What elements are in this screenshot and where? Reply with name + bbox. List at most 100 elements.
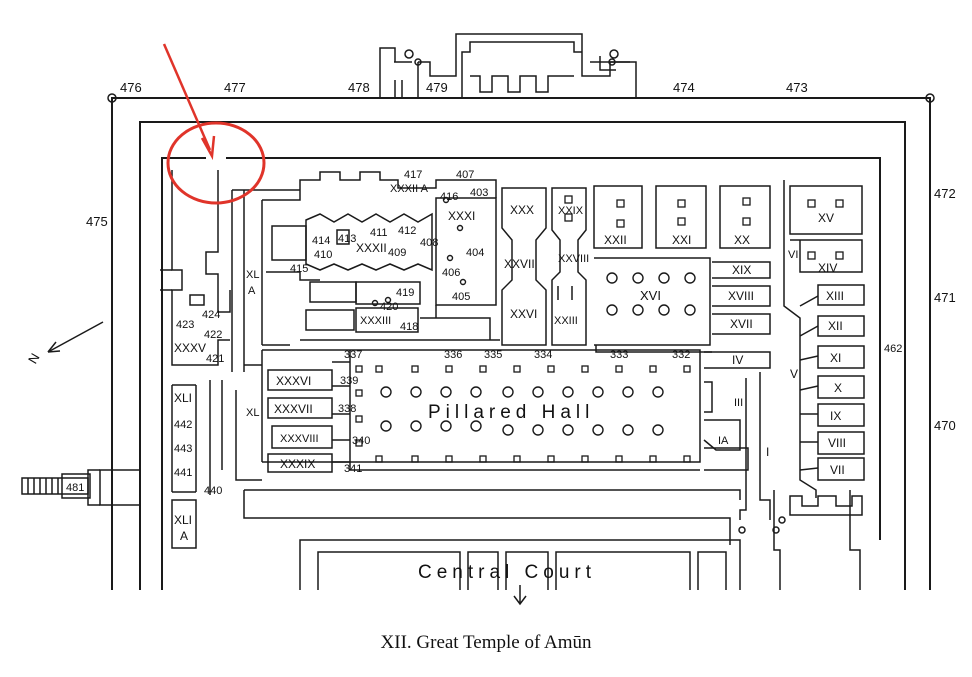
room-xxxviii: XXXVIII (280, 433, 319, 445)
room-i: I (766, 445, 769, 459)
compass-letter: N (25, 351, 43, 367)
room-xli-a: A (180, 529, 188, 543)
central-court-label: Central Court (418, 562, 596, 583)
room-xxii: XXII (604, 233, 627, 247)
label-413: 413 (338, 233, 356, 245)
label-339: 339 (340, 375, 358, 387)
label-443: 443 (174, 443, 192, 455)
label-470: 470 (934, 418, 956, 433)
room-xxiii: XXIII (554, 315, 578, 327)
room-xli-lower: XLI (174, 513, 192, 527)
label-332: 332 (672, 349, 690, 361)
room-iv: IV (732, 353, 743, 367)
room-xviii: XVIII (728, 289, 754, 303)
room-xxvii: XXVII (504, 257, 535, 271)
hall-pilasters (355, 365, 691, 463)
room-xvi: XVI (640, 288, 661, 303)
room-vi: VI (788, 249, 798, 261)
room-xxxix: XXXIX (280, 457, 315, 471)
room-xx: XX (734, 233, 750, 247)
room-viii: VIII (828, 436, 846, 450)
room-xl-upper: XL (246, 269, 259, 281)
room-xiv: XIV (818, 261, 837, 275)
label-471: 471 (934, 290, 956, 305)
label-412: 412 (398, 225, 416, 237)
label-479: 479 (426, 80, 448, 95)
room-xxxiii: XXXIII (360, 315, 391, 327)
label-337: 337 (344, 349, 362, 361)
left-wing (87, 170, 300, 549)
label-417: 417 (404, 169, 422, 181)
number-labels: 476 477 478 479 474 473 475 472 471 470 … (66, 80, 956, 497)
outer-walls (107, 33, 935, 590)
label-335: 335 (484, 349, 502, 361)
label-462: 462 (884, 343, 902, 355)
label-423: 423 (176, 319, 194, 331)
label-333: 333 (610, 349, 628, 361)
central-rooms (501, 187, 587, 346)
room-ix: IX (830, 409, 841, 423)
room-xxviii: XXVIII (558, 253, 589, 265)
label-415: 415 (290, 263, 308, 275)
lower-section (243, 489, 863, 606)
room-v: V (790, 367, 798, 381)
room-x: X (834, 381, 842, 395)
room-xix: XIX (732, 263, 751, 277)
label-474: 474 (673, 80, 695, 95)
red-annotation (162, 43, 266, 205)
label-334: 334 (534, 349, 552, 361)
room-xl-a: A (248, 285, 256, 297)
room-xii: XII (828, 319, 843, 333)
room-ia: IA (718, 435, 729, 447)
annotation-arrow-line (162, 43, 212, 151)
right-section (593, 185, 771, 353)
room-xxvi: XXVI (510, 307, 537, 321)
label-473: 473 (786, 80, 808, 95)
label-406: 406 (442, 267, 460, 279)
room-xxxvi: XXXVI (276, 374, 311, 388)
label-419: 419 (396, 287, 414, 299)
room-xiii: XIII (826, 289, 844, 303)
figure-caption: XII. Great Temple of Amūn (380, 632, 592, 653)
label-420: 420 (380, 301, 398, 313)
upper-rooms (261, 171, 500, 346)
room-labels: XXXII A XXXI XXXII XXXIII XXX XXIX XXVII… (174, 183, 846, 543)
label-336: 336 (444, 349, 462, 361)
room-xxxii-a: XXXII A (390, 183, 429, 195)
room-xi: XI (830, 351, 841, 365)
label-408: 408 (420, 237, 438, 249)
label-405: 405 (452, 291, 470, 303)
label-421: 421 (206, 353, 224, 365)
room-xxxv: XXXV (174, 341, 206, 355)
entrance-481 (21, 473, 91, 499)
room-vii: VII (830, 463, 845, 477)
label-422: 422 (204, 329, 222, 341)
room-xvii: XVII (730, 317, 753, 331)
hall-columns (380, 386, 664, 436)
pillared-hall-label: Pillared Hall (428, 402, 594, 423)
annotation-arrow-head (200, 135, 216, 161)
label-414: 414 (312, 235, 330, 247)
room-xxxii: XXXII (356, 241, 387, 255)
room-xxx: XXX (510, 203, 534, 217)
label-338: 338 (338, 403, 356, 415)
room-xv: XV (818, 211, 834, 225)
far-right-rooms (783, 180, 865, 498)
room-xxi: XXI (672, 233, 691, 247)
room-xxxi: XXXI (448, 209, 475, 223)
label-418: 418 (400, 321, 418, 333)
label-411: 411 (370, 227, 388, 239)
room-xxxvii: XXXVII (274, 402, 313, 416)
label-409: 409 (388, 247, 406, 259)
label-481: 481 (66, 482, 84, 494)
label-410: 410 (314, 249, 332, 261)
room-iii: III (734, 397, 743, 409)
label-441: 441 (174, 467, 192, 479)
label-442: 442 (174, 419, 192, 431)
label-472: 472 (934, 186, 956, 201)
label-404: 404 (466, 247, 484, 259)
pillared-hall (261, 349, 771, 520)
room-xl-lower: XL (246, 407, 259, 419)
label-440: 440 (204, 485, 222, 497)
